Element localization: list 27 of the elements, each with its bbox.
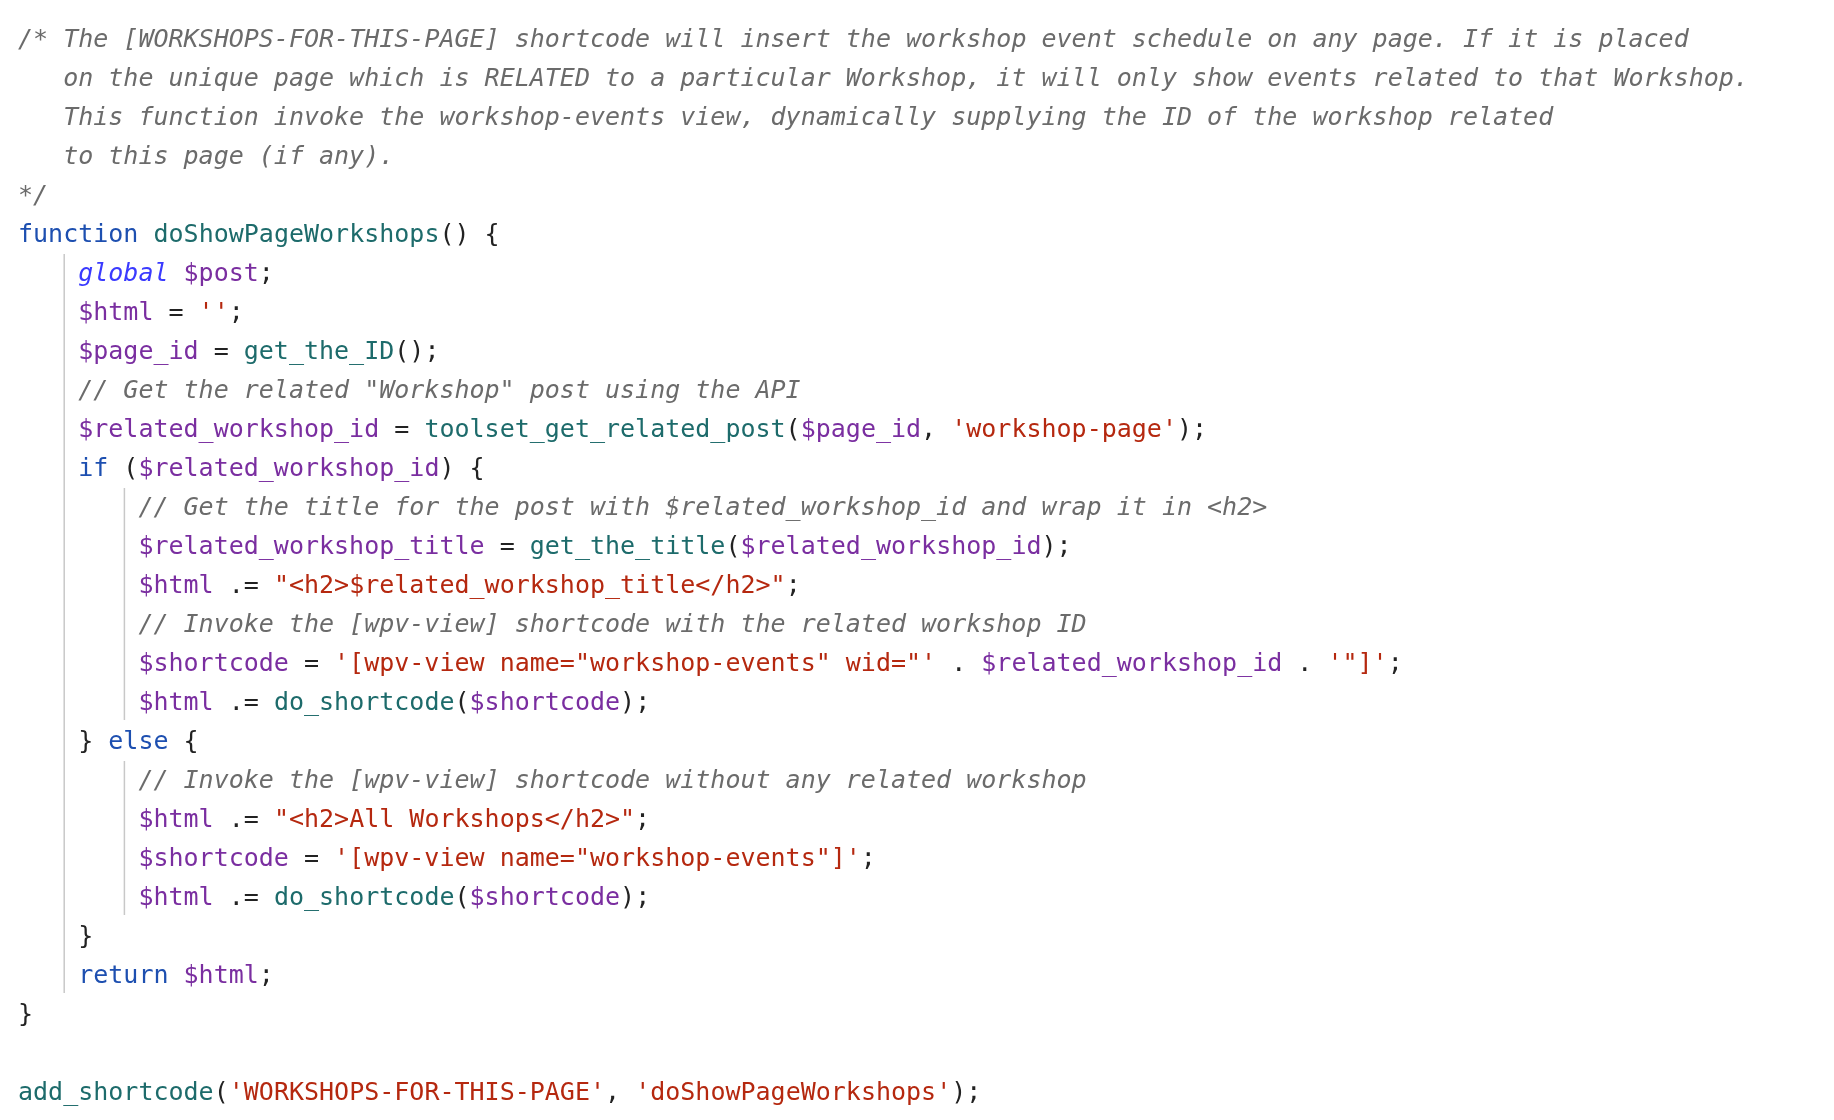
- code-line: if ($related_workshop_id) {: [78, 453, 485, 483]
- code-line: $html .= "<h2>All Workshops</h2>";: [138, 804, 651, 834]
- code-line: $shortcode = '[wpv-view name="workshop-events" wid="' . $related_workshop_id . '"]';: [138, 648, 1403, 678]
- code-line: $html .= "<h2>$related_workshop_title</h2>";: [138, 570, 801, 600]
- code-comment: // Invoke the [wpv-view] shortcode with the related workshop ID: [138, 609, 1087, 639]
- code-line: }: [78, 921, 94, 951]
- code-comment: */: [18, 180, 49, 210]
- code-line: $related_workshop_id = toolset_get_related_post($page_id, 'workshop-page');: [78, 414, 1208, 444]
- code-line: $page_id = get_the_ID();: [78, 336, 440, 366]
- code-comment: // Invoke the [wpv-view] shortcode without any related workshop: [138, 765, 1087, 795]
- code-line: }: [18, 999, 34, 1029]
- code-line: $html .= do_shortcode($shortcode);: [138, 687, 651, 717]
- code-comment: /* The [WORKSHOPS-FOR-THIS-PAGE] shortcode will insert the workshop event schedule on any page. If it is placed: [18, 24, 1689, 54]
- code-comment: // Get the title for the post with $related_workshop_id and wrap it in <h2>: [138, 492, 1268, 522]
- code-line: $shortcode = '[wpv-view name="workshop-events"]';: [138, 843, 876, 873]
- code-line: function doShowPageWorkshops() {: [18, 219, 500, 249]
- code-comment: // Get the related "Workshop" post using the API: [78, 375, 801, 405]
- code-line: return $html;: [78, 960, 274, 990]
- code-line: $html .= do_shortcode($shortcode);: [138, 882, 651, 912]
- code-line: $related_workshop_title = get_the_title($related_workshop_id);: [138, 531, 1072, 561]
- code-line: add_shortcode('WORKSHOPS-FOR-THIS-PAGE', 'doShowPageWorkshops');: [18, 1077, 982, 1107]
- code-comment: This function invoke the workshop-events view, dynamically supplying the ID of the workshop related: [63, 102, 1554, 132]
- code-line: global $post;: [78, 258, 274, 288]
- code-line: } else {: [78, 726, 199, 756]
- code-comment: on the unique page which is RELATED to a particular Workshop, it will only show events related to that Workshop.: [63, 63, 1749, 93]
- code-comment: to this page (if any).: [63, 141, 395, 171]
- code-line: $html = '';: [78, 297, 244, 327]
